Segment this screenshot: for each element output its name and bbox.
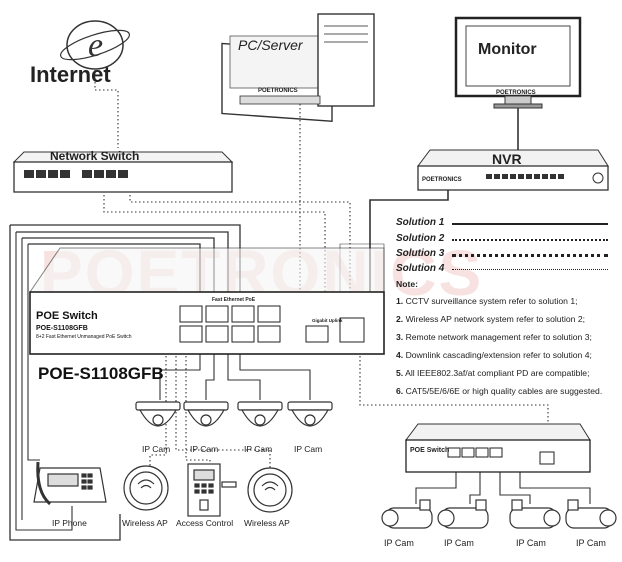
ip-cam-label: IP Cam <box>516 538 546 548</box>
wireless-ap-icon <box>247 467 293 513</box>
dome-camera-icon <box>237 401 283 427</box>
dome-camera-icon <box>183 401 229 427</box>
note-item: 2. Wireless AP network system refer to s… <box>396 314 585 324</box>
ip-cam-label: IP Cam <box>142 444 170 454</box>
monitor-brand-label: POETRONICS <box>496 90 536 96</box>
note-item: 3. Remote network management refer to so… <box>396 332 592 342</box>
monitor-icon <box>454 16 582 109</box>
dome-camera-icon <box>135 401 181 427</box>
internet-icon: e <box>60 20 130 70</box>
ip-cam-label: IP Cam <box>294 444 322 454</box>
ip-cam-label: IP Cam <box>444 538 474 548</box>
wireless-ap-label: Wireless AP <box>244 518 290 528</box>
poe-switch-small <box>405 423 591 473</box>
nvr-icon <box>417 149 609 191</box>
pc-brand-label: POETRONICS <box>258 88 298 94</box>
note-item: 1. CCTV surveillance system refer to sol… <box>396 296 578 306</box>
nvr-label: NVR <box>492 151 522 167</box>
ip-cam-label: IP Cam <box>576 538 606 548</box>
dome-camera-icon <box>287 401 333 427</box>
poe-switch-model: POE-S1108GFB <box>36 325 88 332</box>
ip-cam-label: IP Cam <box>384 538 414 548</box>
solution-3-label: Solution 3 <box>396 248 445 259</box>
poe-switch-main <box>29 243 385 355</box>
ip-phone-icon <box>33 461 107 506</box>
monitor-label: Monitor <box>478 41 537 58</box>
note-item: 5. All IEEE802.3af/at compliant PD are c… <box>396 368 590 378</box>
pc-server-icon <box>221 13 375 122</box>
ip-cam-label: IP Cam <box>244 444 272 454</box>
svg-text:e: e <box>88 27 103 64</box>
note-item: 6. CAT5/5E/6/6E or high quality cables a… <box>396 386 603 396</box>
solution-4-label: Solution 4 <box>396 263 445 274</box>
network-switch-label: Network Switch <box>50 149 139 163</box>
wireless-ap-icon <box>123 465 169 511</box>
solution-1-line <box>452 223 608 225</box>
solution-4-line <box>452 269 608 270</box>
nvr-brand-label: POETRONICS <box>422 177 462 183</box>
small-poe-switch-title: POE Switch <box>410 447 449 454</box>
bullet-camera-icon <box>565 499 617 529</box>
access-control-label: Access Control <box>176 518 233 528</box>
bullet-camera-icon <box>437 499 489 529</box>
notes-heading: Note: <box>396 279 418 289</box>
bullet-camera-icon <box>381 499 433 529</box>
pc-server-label: PC/Server <box>238 37 304 53</box>
bullet-camera-icon <box>509 499 561 529</box>
solution-1-label: Solution 1 <box>396 217 445 228</box>
note-item: 4. Downlink cascading/extension refer to… <box>396 350 592 360</box>
ip-cam-row3 <box>381 499 617 529</box>
solution-3-line <box>452 254 608 257</box>
poe-switch-title: POE Switch <box>36 310 98 322</box>
access-control-icon <box>187 463 237 517</box>
solution-2-line <box>452 239 608 241</box>
gigabit-uplink-label: Gigabit Uplink <box>312 318 343 323</box>
fast-ethernet-port-label: Fast Ethernet PoE <box>212 297 256 303</box>
poe-switch-desc: 8+2 Fast Ethernet Unmanaged PoE Switch <box>36 334 132 340</box>
ip-phone-label: IP Phone <box>52 518 87 528</box>
network-switch-icon <box>12 151 234 193</box>
wireless-ap-label: Wireless AP <box>122 518 168 528</box>
ip-cam-label: IP Cam <box>190 444 218 454</box>
internet-label: Internet <box>30 62 111 87</box>
ip-cam-row1 <box>135 401 333 427</box>
solution-2-label: Solution 2 <box>396 233 445 244</box>
poe-switch-big-model: POE-S1108GFB <box>38 364 164 383</box>
